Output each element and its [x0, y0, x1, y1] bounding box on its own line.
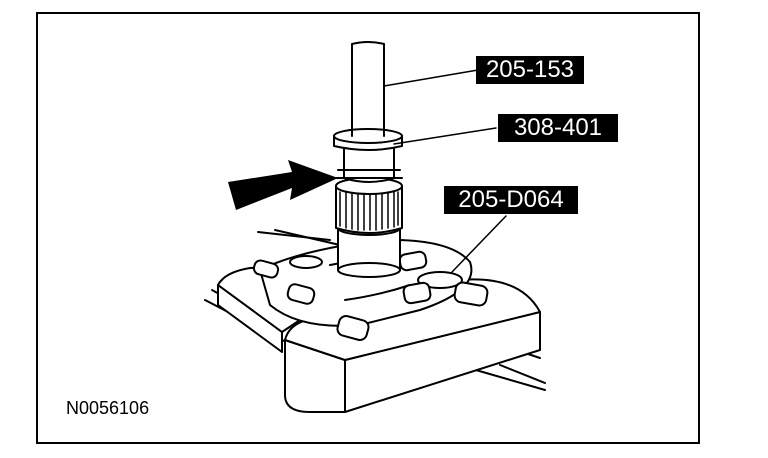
figure-id: N0056106: [66, 398, 150, 418]
callout-205-153: 205-153: [476, 56, 584, 84]
figure-frame: [36, 12, 700, 444]
callout-308-401: 308-401: [498, 114, 618, 142]
callout-205-D064: 205-D064: [444, 186, 578, 214]
direction-arrow-icon: [228, 160, 338, 210]
